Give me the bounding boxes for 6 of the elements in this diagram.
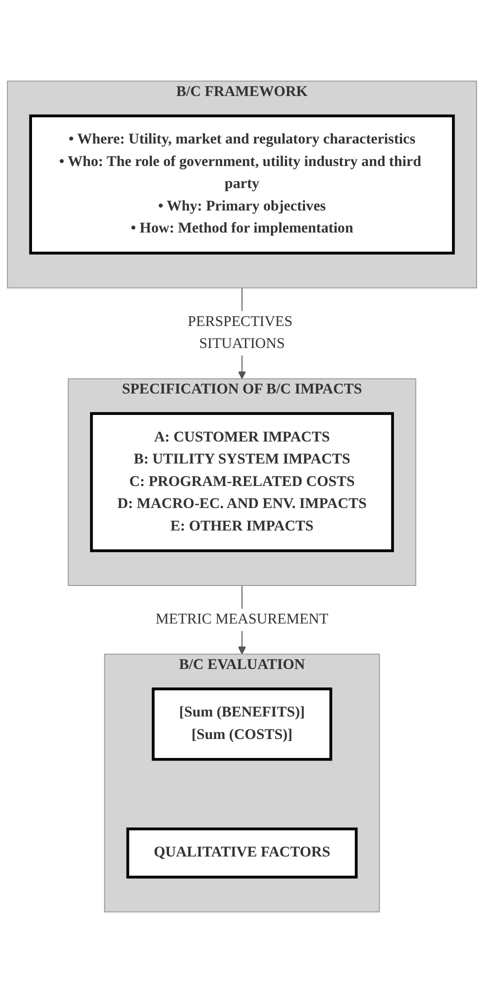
node-box: A: CUSTOMER IMPACTS B: UTILITY SYSTEM IMPACTS C: PROGRAM-RELATED COSTS D: MACRO-EC. AND ENV. IMPACTS E: OTHER IMPACTS — [90, 412, 394, 552]
edge-label: PERSPECTIVES SITUATIONS — [188, 314, 292, 352]
edge-label: METRIC MEASUREMENT — [156, 611, 328, 628]
node-box: • Where: Utility, market and regulatory characteristics • Who: The role of government, utility industry and third party • Why: Primary objectives • How: Method for implementation — [29, 114, 455, 254]
node-box: [Sum (BENEFITS)] [Sum (COSTS)] — [152, 688, 332, 761]
node-box: QUALITATIVE FACTORS — [126, 828, 358, 878]
